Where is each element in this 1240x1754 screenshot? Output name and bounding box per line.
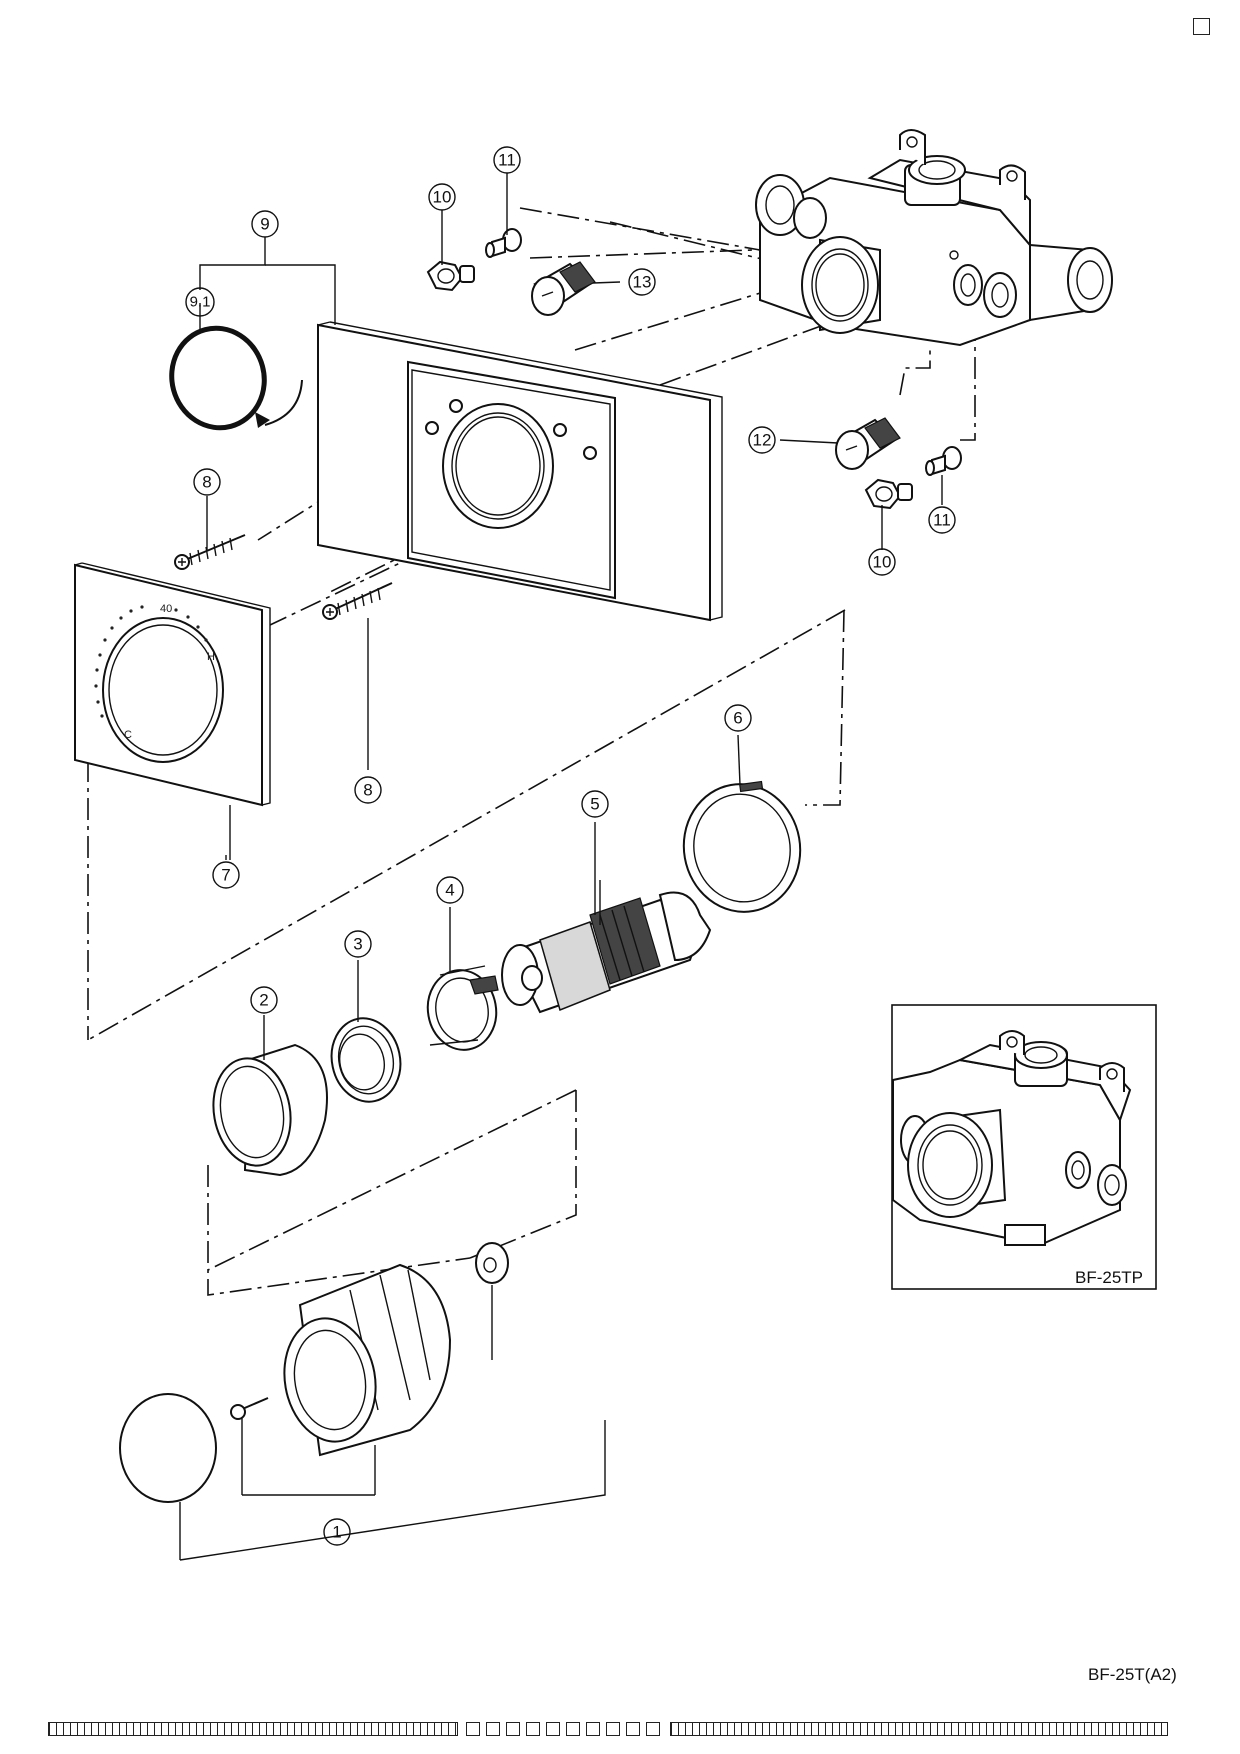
dial-mark-h: H — [207, 651, 215, 663]
svg-text:8: 8 — [363, 781, 372, 800]
cover-plate: 40 H C — [74, 562, 271, 860]
svg-text:8: 8 — [202, 473, 211, 492]
callout-3: 3 — [344, 930, 372, 958]
sleeve-2 — [212, 1043, 328, 1177]
screws — [174, 534, 393, 620]
svg-text:3: 3 — [353, 935, 362, 954]
assembly-lines — [87, 207, 976, 1296]
footer-box — [626, 1722, 640, 1736]
callout-5: 5 — [581, 790, 609, 818]
fittings — [426, 228, 962, 510]
callout-13: 13 — [628, 268, 656, 296]
ring-3 — [330, 1017, 402, 1103]
footer-strip — [48, 1722, 1194, 1736]
inset-panel — [891, 1004, 1157, 1290]
svg-text:5: 5 — [590, 795, 599, 814]
corner-checkbox-icon — [1193, 18, 1210, 35]
footer-box — [506, 1722, 520, 1736]
valve-body — [755, 129, 1113, 347]
o-ring — [169, 325, 303, 431]
callout-11-bottom: 11 — [928, 506, 956, 534]
callout-6: 6 — [724, 704, 752, 732]
inset-caption: BF-25TP — [1075, 1268, 1144, 1287]
svg-text:13: 13 — [633, 273, 652, 292]
dial-dots — [94, 605, 208, 718]
dial-mark-c: C — [124, 729, 132, 741]
callout-leaders — [199, 173, 943, 1060]
footer-box — [546, 1722, 560, 1736]
footer-box — [526, 1722, 540, 1736]
callout-9-1: 9.1 — [185, 287, 215, 317]
callout-2: 2 — [250, 986, 278, 1014]
svg-text:11: 11 — [498, 151, 516, 170]
dial-mark-40: 40 — [160, 603, 172, 615]
footer-box — [646, 1722, 660, 1736]
svg-text:2: 2 — [259, 991, 268, 1010]
svg-text:4: 4 — [445, 881, 454, 900]
callout-10-top: 10 — [428, 183, 456, 211]
svg-text:1: 1 — [332, 1523, 341, 1542]
svg-text:9.1: 9.1 — [190, 294, 211, 311]
callouts: 11 10 13 9 9.1 8 8 12 11 10 6 7 5 4 3 2 … — [185, 146, 956, 1546]
svg-text:10: 10 — [433, 188, 452, 207]
footer-box — [606, 1722, 620, 1736]
wall-plate — [317, 321, 723, 622]
nut-4 — [426, 965, 499, 1051]
svg-text:6: 6 — [733, 709, 742, 728]
drawing-code: BF-25T(A2) — [1088, 1665, 1177, 1684]
callout-9: 9 — [251, 210, 279, 238]
svg-text:10: 10 — [873, 553, 892, 572]
callout-8-top: 8 — [193, 468, 221, 496]
callout-1: 1 — [323, 1518, 351, 1546]
callout-4: 4 — [436, 876, 464, 904]
handle-1 — [119, 1242, 606, 1561]
ring-6 — [682, 780, 802, 913]
footer-segment-left — [48, 1722, 458, 1736]
svg-text:12: 12 — [753, 431, 772, 450]
footer-segment-right — [670, 1722, 1168, 1736]
callout-12: 12 — [748, 426, 776, 454]
footer-box — [486, 1722, 500, 1736]
cartridge-5 — [501, 880, 712, 1014]
callout-10-bottom: 10 — [868, 548, 896, 576]
callout-11-top: 11 — [493, 146, 521, 174]
svg-text:7: 7 — [221, 866, 230, 885]
svg-text:11: 11 — [933, 511, 951, 530]
footer-box — [566, 1722, 580, 1736]
footer-box — [586, 1722, 600, 1736]
callout-8-bottom: 8 — [354, 776, 382, 804]
footer-box — [466, 1722, 480, 1736]
svg-text:9: 9 — [260, 215, 269, 234]
callout-7: 7 — [212, 861, 240, 889]
